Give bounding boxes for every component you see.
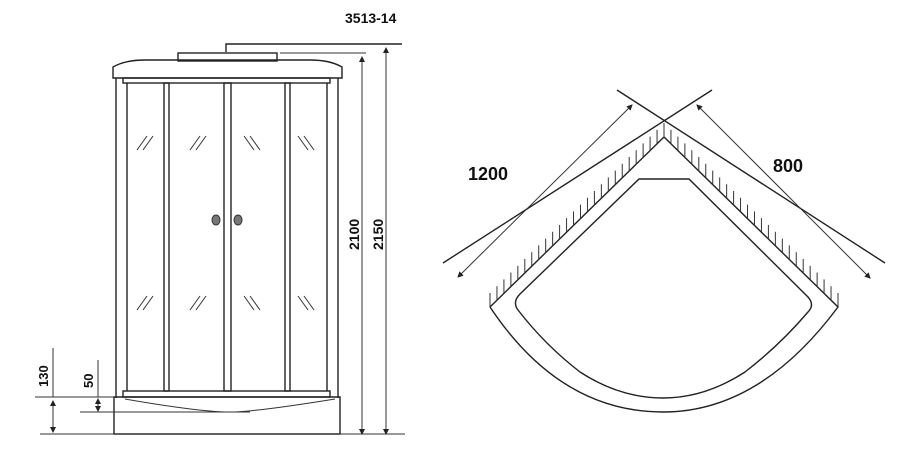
top-pipe <box>225 43 402 52</box>
reflection-mark <box>303 295 315 311</box>
glass-reflections <box>136 135 315 311</box>
reflection-mark <box>195 135 207 151</box>
label-2150: 2150 <box>370 219 386 250</box>
reflection-mark <box>303 135 315 151</box>
door-handle-left <box>211 214 221 226</box>
post <box>284 82 291 392</box>
reflection-mark <box>297 295 309 311</box>
dim-800 <box>696 104 871 279</box>
wall-hatching <box>489 123 839 307</box>
reflection-mark <box>142 295 154 311</box>
reflection-mark <box>189 135 201 151</box>
tray-inner <box>514 178 813 399</box>
dim-1200 <box>457 104 633 278</box>
reflection-mark <box>195 295 207 311</box>
roof-band <box>122 77 331 84</box>
plan-view: 1200 800 <box>442 89 886 413</box>
label-1200: 1200 <box>468 164 508 184</box>
reflection-mark <box>136 135 148 151</box>
tray-outline <box>489 136 839 413</box>
reflection-mark <box>249 295 261 311</box>
front-view: 2100 2150 130 50 <box>35 43 405 435</box>
door-handle-right <box>233 214 243 226</box>
top-cap <box>177 52 278 62</box>
reflection-mark <box>136 295 148 311</box>
model-number: 3513-14 <box>345 10 397 26</box>
reflection-mark <box>297 135 309 151</box>
roof <box>112 59 343 79</box>
bottom-rail <box>122 390 331 398</box>
reflection-mark <box>142 135 154 151</box>
door-center-post <box>223 82 232 392</box>
label-2100: 2100 <box>346 219 362 250</box>
label-800: 800 <box>773 156 803 176</box>
label-50: 50 <box>81 374 96 388</box>
reflection-mark <box>243 295 255 311</box>
post <box>163 82 170 392</box>
label-130: 130 <box>36 365 51 387</box>
reflection-mark <box>249 135 261 151</box>
reflection-mark <box>243 135 255 151</box>
reflection-mark <box>189 295 201 311</box>
